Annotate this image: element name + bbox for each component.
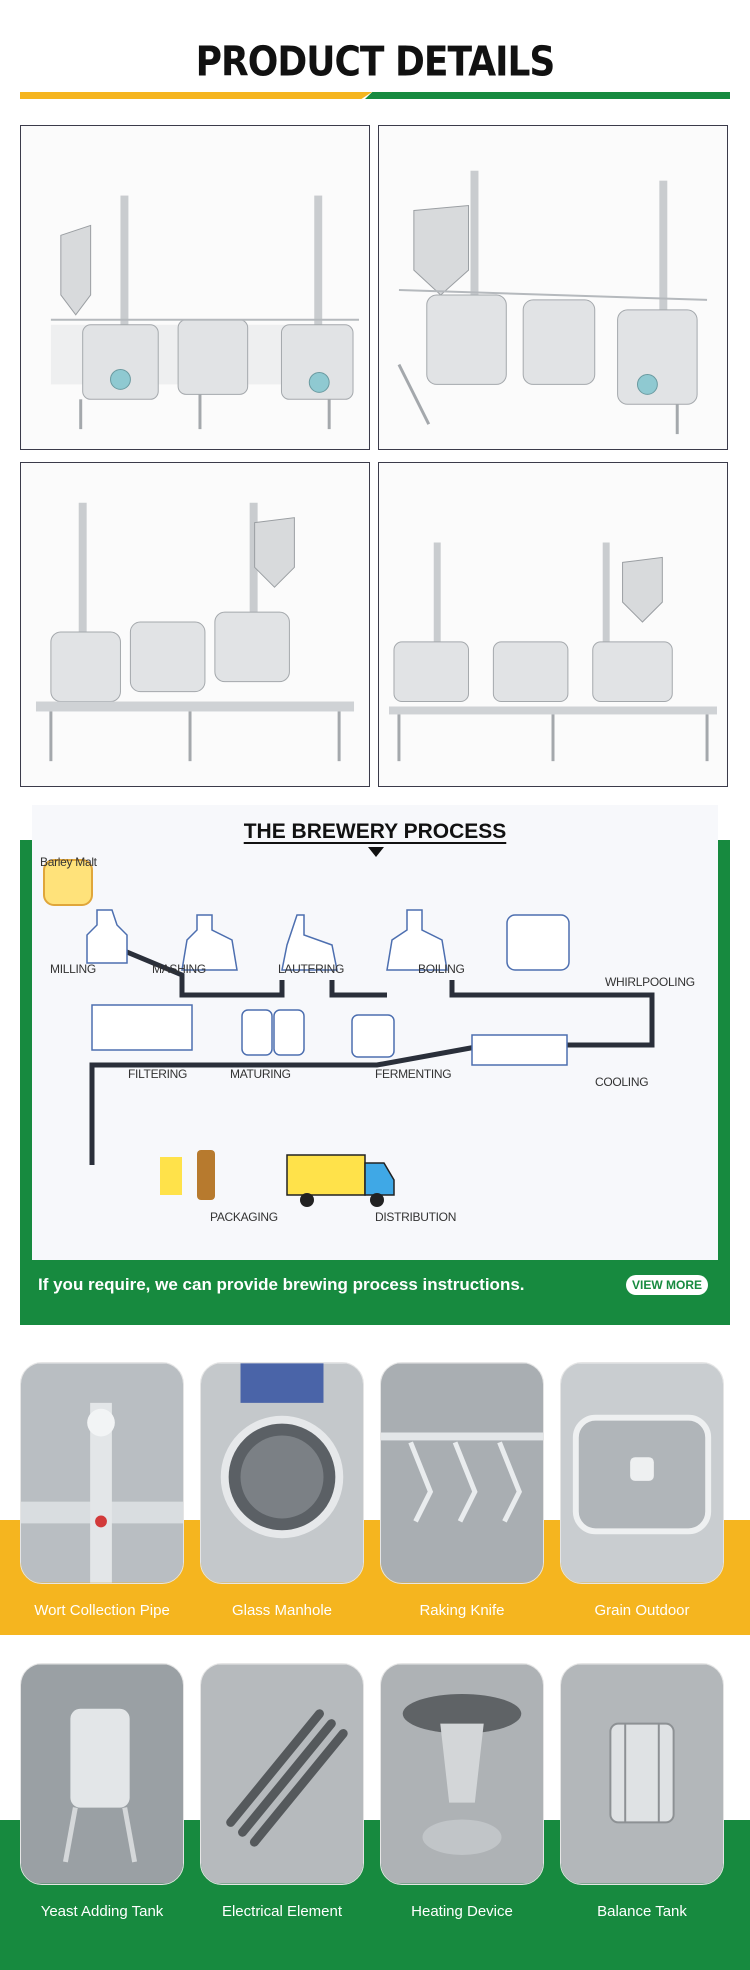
brewhouse-illustration <box>21 463 369 786</box>
feature-card-yeast-adding-tank <box>20 1663 184 1885</box>
process-title: THE BREWERY PROCESS <box>243 820 507 843</box>
heater-icon <box>381 1664 543 1884</box>
tank-icon <box>21 1664 183 1884</box>
label-whirlpooling: WHIRLPOOLING <box>605 975 695 989</box>
feature-card-glass-manhole <box>200 1362 364 1584</box>
title-underline-green <box>365 92 730 99</box>
process-title-arrow-icon <box>368 847 384 857</box>
feature-label: Yeast Adding Tank <box>40 1903 164 1920</box>
brewhouse-photo-wide <box>378 462 728 787</box>
feature-card-balance-tank <box>560 1663 724 1885</box>
process-diagram <box>43 859 655 1207</box>
pipe-icon <box>21 1363 183 1583</box>
feature-label: Raking Knife <box>419 1602 505 1619</box>
feature-card-grain-outdoor <box>560 1362 724 1584</box>
label-lautering: LAUTERING <box>278 962 344 976</box>
process-note: If you require, we can provide brewing p… <box>38 1275 525 1294</box>
feature-card-wort-collection-pipe <box>20 1362 184 1584</box>
brewhouse-illustration <box>379 126 727 449</box>
page-title: PRODUCT DETAILS <box>195 38 556 87</box>
label-milling: MILLING <box>50 962 96 976</box>
feature-label: Glass Manhole <box>231 1602 333 1619</box>
feature-card-heating-device <box>380 1663 544 1885</box>
brewhouse-photo-front <box>20 125 370 450</box>
view-more-button[interactable]: VIEW MORE <box>626 1275 708 1295</box>
manhole-icon <box>201 1363 363 1583</box>
feature-label: Grain Outdoor <box>594 1602 690 1619</box>
door-icon <box>561 1363 723 1583</box>
label-mashing: MASHING <box>152 962 206 976</box>
feature-card-raking-knife <box>380 1362 544 1584</box>
brewhouse-photo-side <box>20 462 370 787</box>
feature-label: Wort Collection Pipe <box>34 1602 170 1619</box>
feature-card-electrical-element <box>200 1663 364 1885</box>
brewhouse-photo-angle <box>378 125 728 450</box>
feature-label: Heating Device <box>411 1903 513 1920</box>
balance-tank-icon <box>561 1664 723 1884</box>
label-filtering: FILTERING <box>128 1067 188 1081</box>
label-packaging: PACKAGING <box>210 1210 278 1224</box>
label-cooling: COOLING <box>595 1075 649 1089</box>
knife-icon <box>381 1363 543 1583</box>
brewhouse-illustration <box>21 126 369 449</box>
label-boiling: BOILING <box>418 962 465 976</box>
label-distribution: DISTRIBUTION <box>375 1210 457 1224</box>
feature-label: Balance Tank <box>597 1903 687 1920</box>
title-underline-yellow <box>20 92 372 99</box>
label-maturing: MATURING <box>230 1067 291 1081</box>
label-fermenting: FERMENTING <box>375 1067 452 1081</box>
label-barley-malt: Barley Malt <box>40 855 97 869</box>
feature-label: Electrical Element <box>221 1903 343 1920</box>
brewhouse-illustration <box>379 463 727 786</box>
brewery-process-section: THE BREWERY PROCESS <box>20 805 730 1325</box>
heating-element-icon <box>201 1664 363 1884</box>
